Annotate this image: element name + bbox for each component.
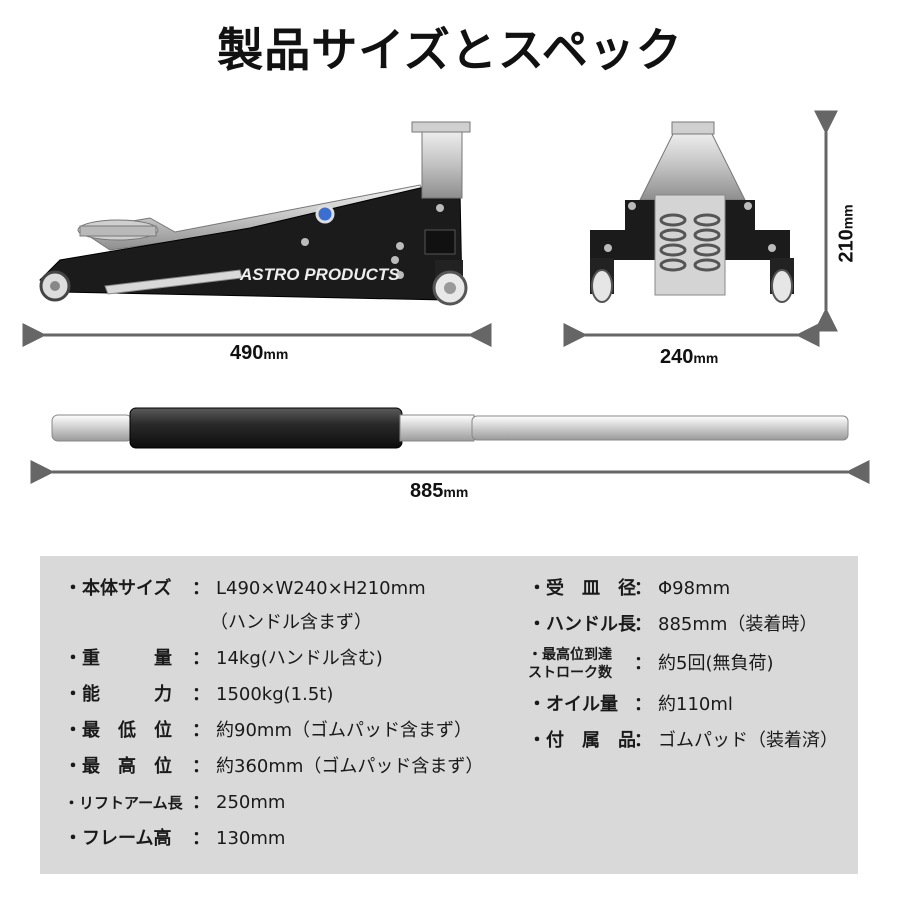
spec-label: ・最高位到達 xyxy=(528,647,612,663)
spec-row: ・最 高 位 ： 約360mm（ゴムパッド含まず） xyxy=(64,756,484,777)
spec-note: （ハンドル含まず） xyxy=(210,612,372,633)
width-dimension-label: 240mm xyxy=(660,346,719,368)
product-illustration: ASTRO PRODUCTS xyxy=(22,110,870,484)
spec-row: ・ハンドル長 ： 885mm（装着時） xyxy=(528,614,818,635)
specs-right-column: ・受 皿 径 ： Φ98mm ・ハンドル長 ： 885mm（装着時） ・最高位到… xyxy=(528,578,848,752)
spec-row: ・オイル量 ： 約110ml xyxy=(528,694,733,715)
spec-label: ・重 量 xyxy=(64,648,172,669)
spec-label: ・最 低 位 xyxy=(64,720,172,741)
spec-label: ・ハンドル長 xyxy=(528,614,636,635)
bolt-icon xyxy=(315,204,335,224)
spec-label: ・付 属 品 xyxy=(528,730,636,751)
spec-value: 250mm xyxy=(216,792,286,813)
spec-value: 1500kg(1.5t) xyxy=(216,684,334,705)
jack-front-view xyxy=(590,121,794,303)
spec-label: ・受 皿 径 xyxy=(528,578,636,599)
spec-row: ・受 皿 径 ： Φ98mm xyxy=(528,578,731,599)
spec-row-note: （ハンドル含まず） xyxy=(64,612,504,634)
spec-value: 885mm（装着時） xyxy=(658,614,818,635)
spec-value: 130mm xyxy=(216,828,286,849)
jack-side-view: ASTRO PRODUCTS xyxy=(39,121,471,306)
spec-value: 約110ml xyxy=(658,694,733,715)
spec-label-line2: ストローク数 xyxy=(528,665,612,681)
spec-value: L490×W240×H210mm xyxy=(216,578,426,599)
spec-label: ・本体サイズ xyxy=(64,578,172,599)
spec-row: ・最 低 位 ： 約90mm（ゴムパッド含まず） xyxy=(64,720,472,741)
spec-value: 約90mm（ゴムパッド含まず） xyxy=(216,720,472,741)
handle-dimension-label: 885mm xyxy=(410,480,469,502)
spec-value: 約360mm（ゴムパッド含まず） xyxy=(216,756,484,777)
specs-panel: ・本体サイズ ： L490×W240×H210mm （ハンドル含まず） ・重 量… xyxy=(40,556,858,874)
length-dimension-label: 490mm xyxy=(230,342,289,364)
spec-label: ・フレーム高 xyxy=(64,828,172,849)
page-title: 製品サイズとスペック xyxy=(217,23,683,77)
spec-label: ・能 力 xyxy=(64,684,172,705)
brand-logo-text: ASTRO PRODUCTS xyxy=(239,265,400,284)
spec-value: Φ98mm xyxy=(658,578,731,599)
specs-left-column: ・本体サイズ ： L490×W240×H210mm （ハンドル含まず） ・重 量… xyxy=(64,578,504,850)
spec-label: ・オイル量 xyxy=(528,694,618,715)
spec-value: ゴムパッド（装着済） xyxy=(658,730,838,751)
spec-row: ・フレーム高 ： 130mm xyxy=(64,828,286,849)
handle-illustration xyxy=(51,407,849,449)
product-figure: ASTRO PRODUCTS xyxy=(0,110,900,530)
spec-label: ・リフトアーム長 xyxy=(64,794,183,812)
spec-value: 約5回(無負荷) xyxy=(658,653,774,674)
spec-row: ・最高位到達 ストローク数 ： 約5回(無負荷) xyxy=(528,647,774,681)
spec-row: ・能 力 ： 1500kg(1.5t) xyxy=(64,684,334,705)
height-dimension-label: 210mm xyxy=(835,204,858,263)
spec-row: ・付 属 品 ： ゴムパッド（装着済） xyxy=(528,730,838,751)
spec-row: ・重 量 ： 14kg(ハンドル含む) xyxy=(64,648,383,669)
spec-label: ・最 高 位 xyxy=(64,756,172,777)
spec-row: ・本体サイズ ： L490×W240×H210mm xyxy=(64,578,426,599)
spec-row: ・リフトアーム長 ： 250mm xyxy=(64,792,286,813)
spec-value: 14kg(ハンドル含む) xyxy=(216,648,383,669)
